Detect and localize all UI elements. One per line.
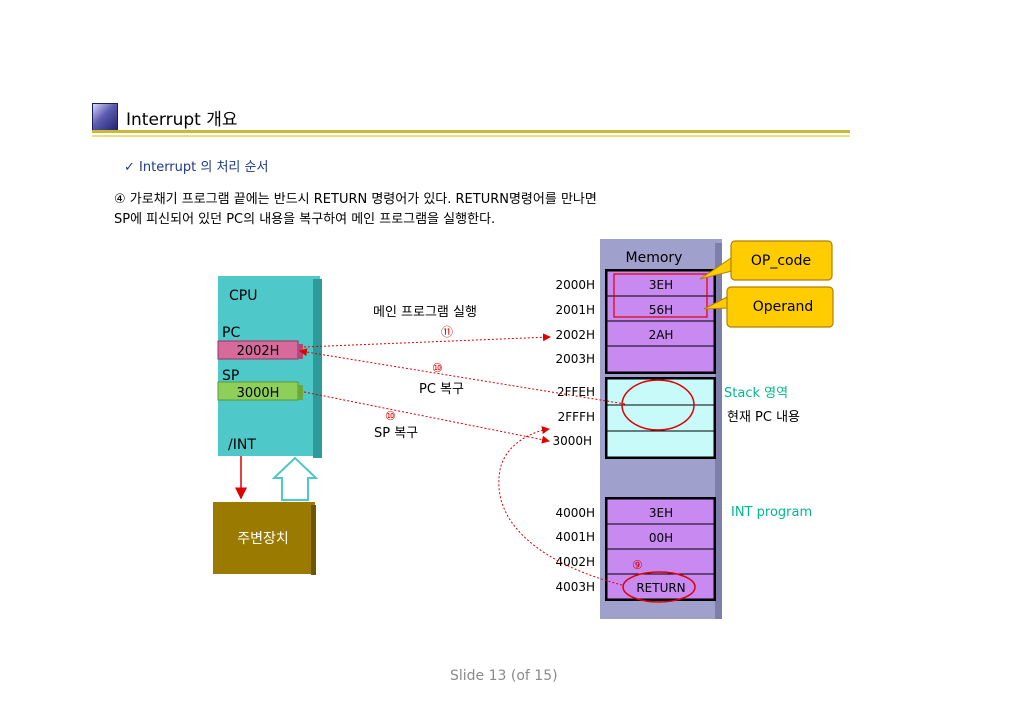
mem-cell-4001h: [606, 523, 715, 550]
return-highlight-ellipse: [622, 571, 696, 603]
mem-value-2002h: 2AH: [649, 328, 674, 342]
arrow-main-run: [303, 333, 551, 348]
sp-value: 3000H: [237, 386, 280, 401]
stack-area-label: Stack 영역: [724, 386, 788, 401]
step-10b-marker: ⑩: [385, 409, 396, 423]
peripheral-device: 주변장치: [213, 502, 316, 575]
cpu-label: CPU: [229, 288, 257, 304]
pc-label: PC: [222, 325, 240, 341]
mem-value-4000h: 3EH: [649, 506, 673, 520]
hollow-up-arrow-icon: [271, 456, 319, 501]
callout-opcode-text: OP_code: [751, 253, 811, 269]
title-logo-icon: [92, 103, 118, 131]
title-rule-thin: [92, 135, 850, 137]
arrow-sp-restore: [303, 391, 550, 444]
section-subtitle: ✓ Interrupt 의 처리 순서: [124, 160, 269, 175]
stack-cell-3000h: [606, 430, 715, 458]
device-label: 주변장치: [237, 531, 289, 547]
mem-value-4003h: RETURN: [636, 581, 685, 595]
flow-arrows: [299, 333, 626, 586]
pc-value: 2002H: [237, 344, 280, 359]
addr-2003h: 2003H: [555, 352, 595, 366]
cpu-box: CPU PC 2002H SP 3000H /INT: [217, 276, 322, 458]
step-9-marker: ⑨: [632, 558, 643, 572]
step-10a-marker: ⑩: [432, 361, 443, 375]
sp-restore-label: SP 복구: [374, 426, 418, 441]
mem-cell-2000h: [606, 270, 715, 297]
opcode-operand-highlight: [613, 273, 708, 318]
mem-cell-4002h: [606, 548, 715, 575]
mem-cell-4003h: [606, 573, 715, 600]
title-rule: [92, 130, 850, 133]
main-run-label: 메인 프로그램 실행: [373, 304, 477, 320]
addr-2ffeh: 2FFEH: [557, 385, 595, 399]
memory-panel: Memory 3EH 56H 2AH 3EH 00H RETURN: [600, 239, 722, 619]
pc-restore-label: PC 복구: [419, 382, 464, 397]
mem-cell-2003h: [606, 345, 715, 373]
mem-value-2001h: 56H: [649, 303, 673, 317]
addr-2002h: 2002H: [555, 328, 595, 342]
mem-cell-2002h: [606, 320, 715, 347]
stack-highlight-ellipse: [621, 379, 695, 431]
addr-2001h: 2001H: [555, 303, 595, 317]
int-program-label: INT program: [731, 505, 812, 520]
memory-label: Memory: [626, 250, 683, 266]
sp-label: SP: [222, 368, 239, 384]
addr-4000h: 4000H: [555, 506, 595, 520]
step-11-marker: ⑪: [441, 325, 453, 339]
stack-cell-2ffeh: [606, 378, 715, 406]
addr-3000h: 3000H: [552, 434, 592, 448]
arrow-pc-restore: [299, 348, 626, 405]
address-labels: 2000H 2001H 2002H 2003H 2FFEH 2FFFH 3000…: [552, 278, 595, 594]
page-title: Interrupt 개요: [126, 110, 238, 130]
addr-4001h: 4001H: [555, 530, 595, 544]
mem-value-2000h: 3EH: [649, 278, 673, 292]
int-label: /INT: [228, 437, 256, 453]
callout-opcode: OP_code: [699, 240, 833, 281]
description-line-1: ④ 가로채기 프로그램 끝에는 반드시 RETURN 명령어가 있다. RETU…: [114, 192, 597, 207]
stack-cell-2fffh: [606, 404, 715, 432]
description-line-2: SP에 피신되어 있던 PC의 내용을 복구하여 메인 프로그램을 실행한다.: [114, 212, 496, 227]
slide-number: Slide 13 (of 15): [450, 668, 558, 684]
mem-value-4001h: 00H: [649, 531, 673, 545]
addr-2000h: 2000H: [555, 278, 595, 292]
description: ④ 가로채기 프로그램 끝에는 반드시 RETURN 명령어가 있다. RETU…: [114, 190, 597, 230]
callout-operand-text: Operand: [753, 299, 814, 315]
addr-4003h: 4003H: [555, 580, 595, 594]
current-pc-label: 현재 PC 내용: [727, 410, 800, 425]
callout-operand: Operand: [703, 286, 834, 328]
addr-2fffh: 2FFFH: [558, 410, 595, 424]
addr-4002h: 4002H: [555, 555, 595, 569]
